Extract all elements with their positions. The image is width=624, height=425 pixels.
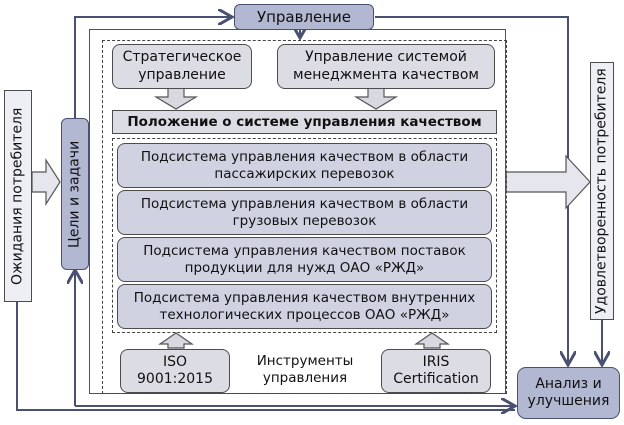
analysis-label: Анализ и улучшения: [527, 375, 610, 410]
iris-up-arrow: [414, 332, 450, 349]
subsystem-label: Подсистема управления качеством в област…: [140, 195, 469, 229]
customer-expectations-box[interactable]: Ожидания потребителя: [4, 90, 32, 302]
customer-satisfaction-box[interactable]: Удовлетворенность потребителя: [590, 62, 614, 320]
tools-label-box: Инструменты управления: [245, 350, 365, 390]
subsystem-label: Подсистема управления качеством внутренн…: [133, 289, 476, 323]
subsystem-passenger[interactable]: Подсистема управления качеством в област…: [117, 143, 492, 188]
subsystems-dashed-frame: [112, 138, 497, 333]
management-to-analysis-line: [375, 16, 568, 365]
iris-label: IRIS Certification: [393, 353, 479, 388]
management-box[interactable]: Управление: [234, 4, 374, 30]
qms-dashed-frame: [102, 40, 507, 394]
goals-label: Цели и задачи: [66, 140, 83, 248]
analysis-box[interactable]: Анализ и улучшения: [517, 367, 620, 419]
subsystem-label: Подсистема управления качеством в област…: [140, 148, 469, 182]
customer-expectations-label: Ожидания потребителя: [9, 107, 26, 285]
iris-box[interactable]: IRIS Certification: [381, 349, 491, 393]
tools-label: Инструменты управления: [256, 353, 354, 386]
qms-management-label: Управление системой менеджмента качество…: [293, 49, 479, 83]
expectations-to-analysis-line: [16, 300, 515, 411]
subsystem-freight[interactable]: Подсистема управления качеством в област…: [117, 190, 492, 235]
regulation-box[interactable]: Положение о системе управления качеством: [112, 110, 497, 134]
customer-satisfaction-label: Удовлетворенность потребителя: [593, 68, 610, 314]
iso-label: ISO 9001:2015: [137, 353, 213, 388]
regulation-label: Положение о системе управления качеством: [127, 113, 482, 130]
strategic-label: Стратегическое управление: [122, 49, 242, 83]
management-label: Управление: [256, 7, 352, 26]
subsystem-label: Подсистема управления качеством поставок…: [143, 242, 466, 276]
expectations-right-arrow: [31, 157, 61, 207]
subsystem-supply[interactable]: Подсистема управления качеством поставок…: [117, 237, 492, 282]
qms-management-box[interactable]: Управление системой менеджмента качество…: [277, 44, 495, 89]
goals-to-management-line: [74, 17, 232, 118]
goals-box[interactable]: Цели и задачи: [61, 118, 89, 270]
subsystems-right-arrow: [505, 154, 591, 210]
subsystem-internal[interactable]: Подсистема управления качеством внутренн…: [117, 284, 492, 329]
iso-up-arrow: [158, 332, 194, 349]
iso-box[interactable]: ISO 9001:2015: [120, 349, 230, 393]
strategic-box[interactable]: Стратегическое управление: [112, 44, 252, 89]
